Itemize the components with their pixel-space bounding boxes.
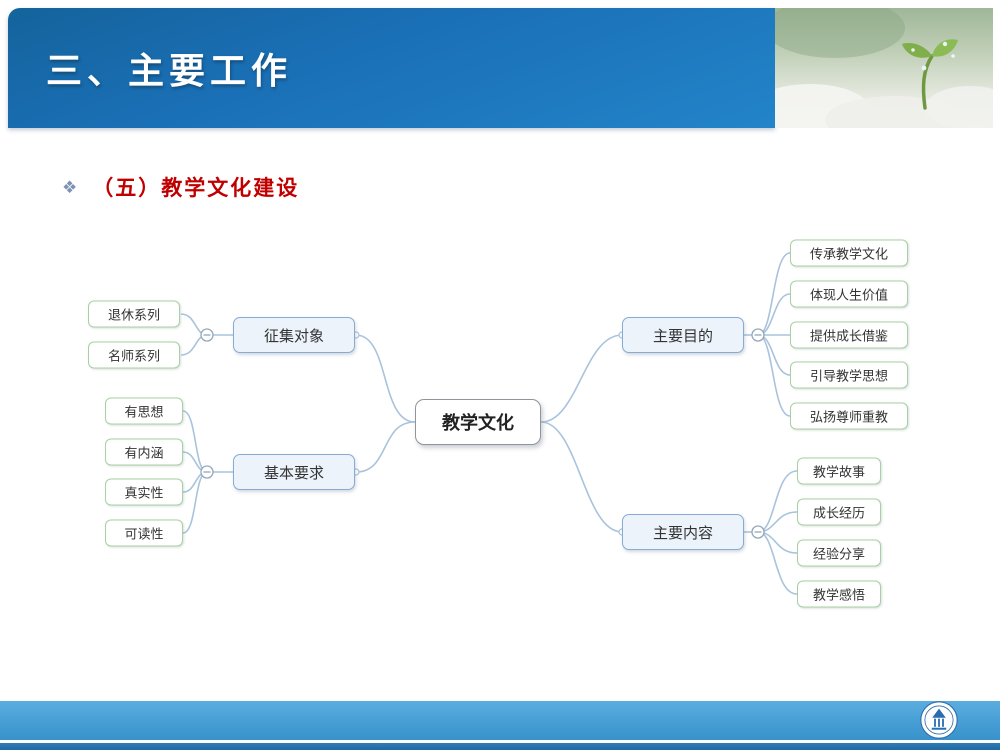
section-subtitle: ❖ （五）教学文化建设: [62, 172, 299, 202]
page-title: 三、主要工作: [46, 50, 293, 91]
sprout-photo: [775, 8, 993, 128]
mindmap-node-branch-main-purposes: 主要目的: [622, 317, 744, 353]
subtitle-text: （五）教学文化建设: [92, 177, 300, 200]
mindmap-node-leaf: 弘扬尊师重教: [790, 402, 908, 430]
sprout-photo-art: [775, 8, 993, 128]
mindmap-node-leaf: 有内涵: [105, 438, 183, 466]
mindmap-node-root: 教学文化: [415, 399, 541, 445]
mindmap-node-branch-main-contents: 主要内容: [622, 514, 744, 550]
mindmap-node-leaf: 体现人生价值: [790, 280, 908, 308]
mindmap-node-leaf: 提供成长借鉴: [790, 321, 908, 349]
diamond-bullet-icon: ❖: [62, 177, 78, 197]
mindmap-node-leaf: 经验分享: [797, 539, 881, 567]
mindmap-node-leaf: 教学感悟: [797, 580, 881, 608]
mindmap-node-leaf: 真实性: [105, 478, 183, 506]
mindmap-node-leaf: 引导教学思想: [790, 361, 908, 389]
mindmap-node-leaf: 可读性: [105, 519, 183, 547]
slide-header: 三、主要工作: [8, 8, 993, 128]
mindmap-node-leaf: 退休系列: [88, 300, 180, 328]
mindmap-node-leaf: 成长经历: [797, 498, 881, 526]
mindmap-node-leaf: 有思想: [105, 397, 183, 425]
university-logo-icon: [919, 700, 959, 740]
header-title-bar: 三、主要工作: [8, 8, 775, 128]
footer-bottom-line: [0, 743, 1000, 750]
mindmap-node-leaf: 名师系列: [88, 341, 180, 369]
footer-band: [0, 701, 1000, 740]
mindmap-node-leaf: 教学故事: [797, 457, 881, 485]
mindmap-node-branch-basic-requirements: 基本要求: [233, 454, 355, 490]
mindmap-node-leaf: 传承教学文化: [790, 239, 908, 267]
mindmap-node-branch-collection-targets: 征集对象: [233, 317, 355, 353]
